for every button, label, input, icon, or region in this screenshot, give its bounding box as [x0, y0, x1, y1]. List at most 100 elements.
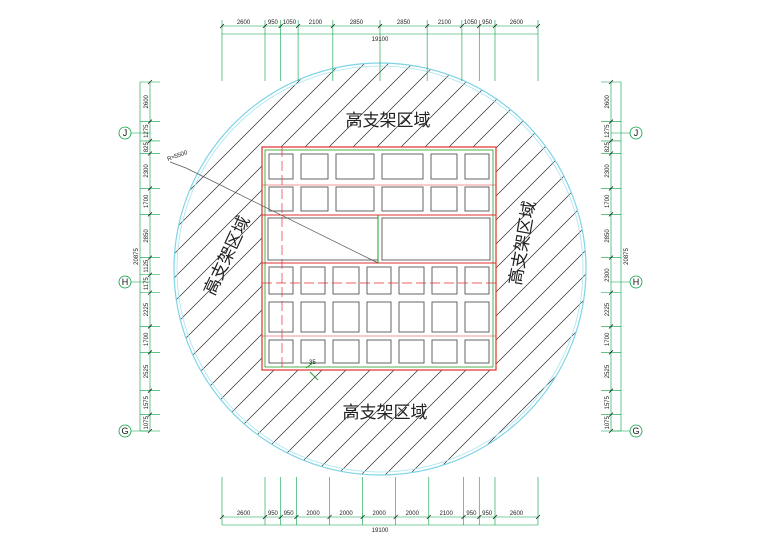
- dim-segment-label: 2850: [144, 229, 150, 243]
- hatch-line: [720, 40, 760, 500]
- dim-segment-label: 1700: [144, 332, 150, 346]
- dim-total-label: 20875: [134, 247, 140, 264]
- svg-text:H: H: [122, 277, 129, 287]
- dim-segment-label: 1575: [605, 395, 611, 409]
- dim-slash: [426, 514, 432, 520]
- dim-slash: [608, 255, 614, 260]
- dim-segment-label: 2525: [144, 364, 150, 378]
- dim-slash: [262, 23, 268, 29]
- hatch-line: [431, 63, 586, 475]
- right-dimension-chain: 2600127582523001700285023002225170025251…: [601, 79, 630, 434]
- grid-cell: [398, 301, 425, 333]
- grid-cell: [366, 301, 392, 333]
- hatch-line: [311, 63, 586, 475]
- hatch-line: [648, 40, 760, 500]
- hatch-line: [174, 63, 389, 475]
- dim-slash: [492, 514, 498, 520]
- grid-cell: [300, 186, 329, 212]
- zone-label-right: 高支架区域: [506, 200, 540, 287]
- hatch-line: [174, 63, 485, 475]
- hatch-line: [0, 40, 52, 500]
- dim-slash: [608, 79, 614, 85]
- grid-cell: [332, 301, 360, 333]
- dim-slash: [492, 23, 498, 29]
- frame-inner: [264, 149, 494, 368]
- grid-cell: [268, 186, 294, 212]
- grid-cell: [332, 266, 360, 295]
- dim-slash: [147, 350, 153, 355]
- hatch-line: [527, 63, 586, 475]
- dim-slash: [147, 255, 153, 260]
- marker-tick: [309, 371, 319, 381]
- dim-slash: [147, 324, 153, 329]
- hatch-line: [0, 40, 100, 500]
- dim-segment-label: 2525: [605, 364, 611, 378]
- hatch-line: [287, 63, 586, 475]
- hatch-line: [174, 63, 221, 475]
- dim-segment-label: 2850: [397, 20, 411, 26]
- inner-frame-bg: [262, 147, 496, 370]
- grid-cell: [268, 339, 294, 364]
- hatch-line: [174, 63, 413, 475]
- dim-segment-label: 2600: [605, 94, 611, 108]
- dim-slash: [278, 514, 284, 520]
- axis-bubble-h-left: H: [118, 275, 132, 289]
- grid-cell: [464, 266, 490, 295]
- dim-segment-label: 2600: [510, 511, 524, 517]
- grid-cell: [332, 339, 360, 364]
- grid-cell: [300, 153, 329, 180]
- dim-segment-label: 2600: [144, 94, 150, 108]
- dim-segment-label: 2225: [144, 302, 150, 316]
- dim-segment-label: 950: [268, 20, 279, 26]
- hatch-line: [174, 63, 365, 475]
- dim-slash: [535, 514, 541, 520]
- dim-segment-label: 1575: [144, 395, 150, 409]
- dim-segment-label: 2100: [439, 511, 453, 517]
- grid-cell: [268, 153, 294, 180]
- grid-cell: [366, 266, 392, 295]
- hatch-line: [174, 63, 461, 475]
- dim-segment-label: 950: [482, 511, 493, 517]
- dim-slash: [147, 212, 153, 217]
- dim-slash: [330, 23, 336, 29]
- svg-text:J: J: [123, 128, 128, 138]
- axis-bubble-j-right: J: [629, 126, 643, 140]
- dim-slash: [459, 23, 465, 29]
- dim-slash: [608, 151, 614, 156]
- dim-segment-label: 950: [466, 511, 477, 517]
- leader-label: R≈5500: [167, 150, 189, 163]
- axis-bubble-h-right: H: [629, 275, 643, 289]
- axis-bubble-g-right: G: [629, 424, 643, 438]
- dim-segment-label: 2100: [438, 20, 452, 26]
- dim-segment-label: 1050: [464, 20, 478, 26]
- hatch-line: [383, 63, 586, 475]
- dim-segment-label: 2300: [605, 164, 611, 178]
- dim-slash: [294, 514, 299, 520]
- grid-cell: [381, 186, 424, 212]
- dim-slash: [476, 514, 482, 520]
- dim-slash: [147, 290, 153, 295]
- dim-slash: [608, 412, 614, 417]
- grid-cell: [431, 266, 458, 295]
- dim-segment-label: 2000: [406, 511, 420, 517]
- dim-segment-label: 1700: [144, 194, 150, 208]
- dim-slash: [608, 119, 614, 124]
- grid-cell: [335, 153, 375, 180]
- dim-slash: [327, 514, 332, 520]
- zone-label-bottom: 高支架区域: [343, 403, 428, 423]
- dim-segment-label: 1050: [283, 20, 297, 26]
- dim-segment-label: 1275: [605, 124, 611, 138]
- dim-segment-label: 2000: [339, 511, 353, 517]
- hatch-line: [335, 63, 586, 475]
- dim-slash: [147, 138, 153, 144]
- dim-segment-label: 1175: [144, 277, 150, 291]
- grid-cell: [431, 301, 458, 333]
- dim-segment-label: 2300: [605, 268, 611, 282]
- left-dimension-chain: 2600127582523001700285011251175222517002…: [134, 79, 160, 434]
- hatch-line: [407, 63, 586, 475]
- hatch-line: [624, 40, 760, 500]
- frame-outer: [261, 146, 497, 371]
- hatch-line: [672, 40, 760, 500]
- dim-segment-label: 950: [284, 511, 295, 517]
- grid-cell: [464, 339, 490, 364]
